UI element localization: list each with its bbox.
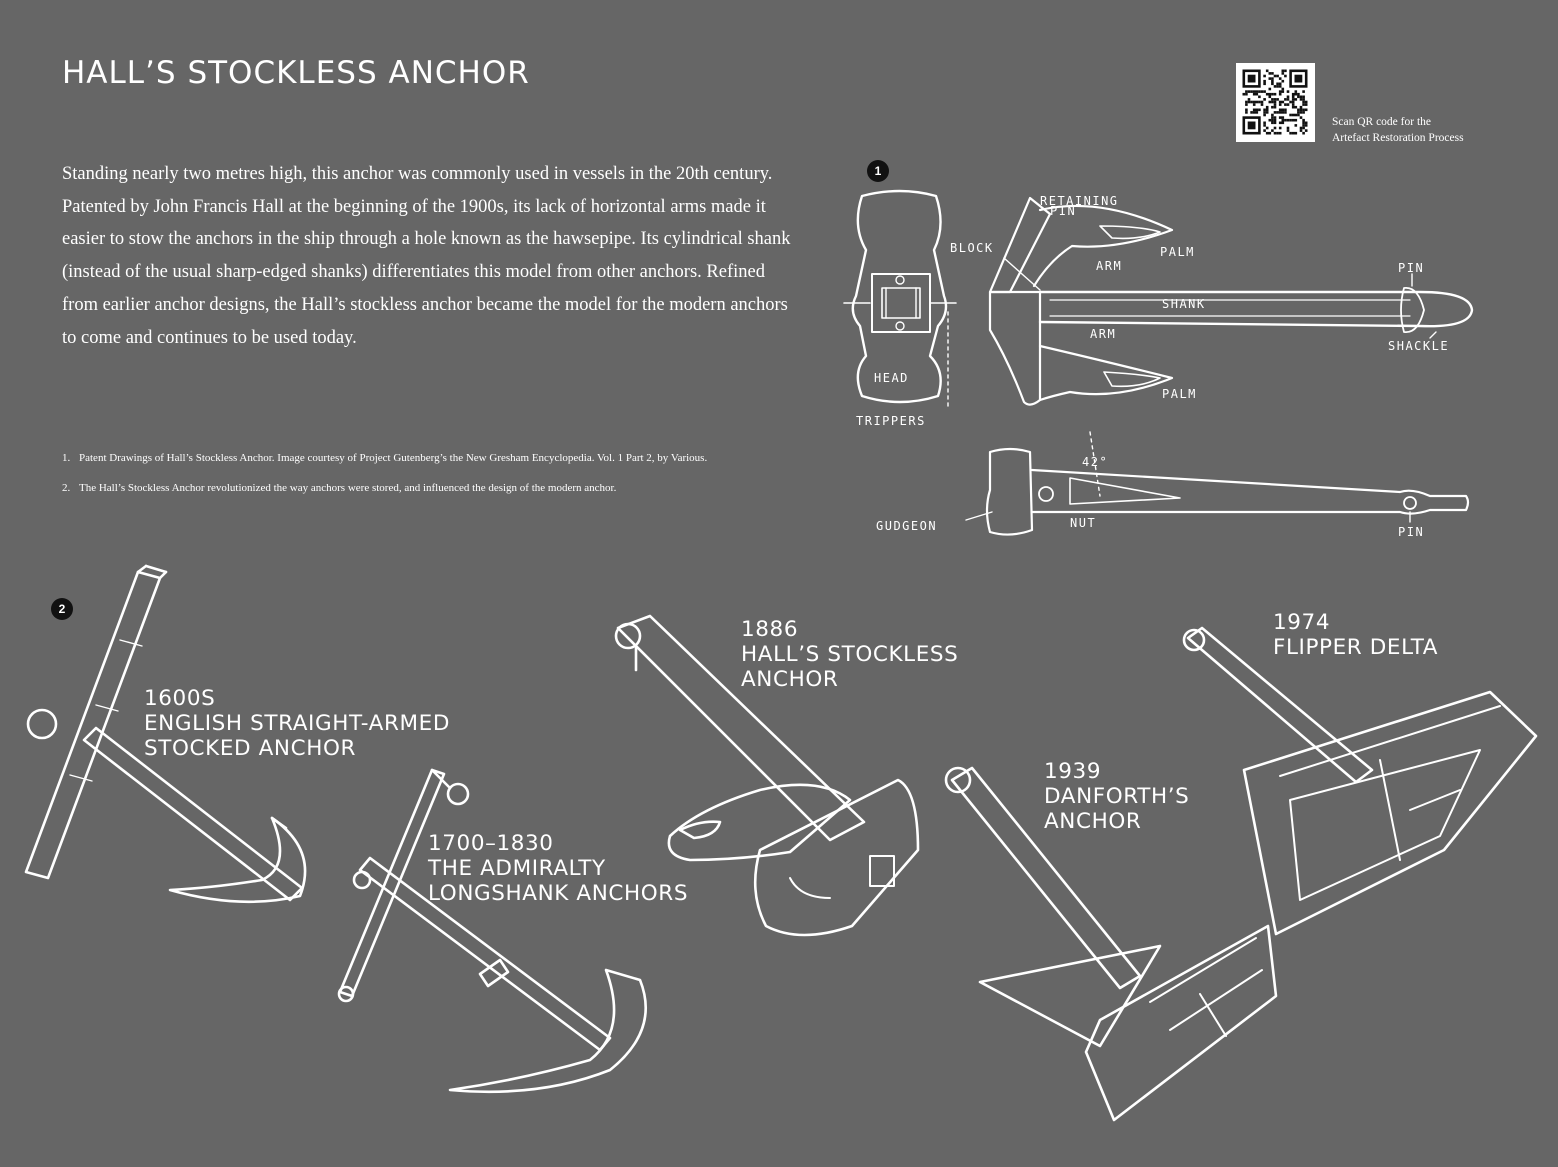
- label-shackle: SHACKLE: [1388, 339, 1449, 353]
- figure-marker-2: 2: [51, 598, 73, 620]
- label-head: HEAD: [874, 371, 909, 385]
- footnote-number: 1.: [62, 452, 71, 464]
- era-name-line: Danforth’s: [1044, 784, 1190, 809]
- qr-caption-line: Scan QR code for the: [1332, 116, 1431, 128]
- footnote-text: The Hall’s Stockless Anchor revolutioniz…: [79, 482, 617, 494]
- footnote-number: 2.: [62, 482, 71, 494]
- era-name-line: Longshank Anchors: [428, 881, 689, 906]
- era-name-line: Anchor: [741, 667, 839, 692]
- anchor-side-view: [988, 196, 1474, 406]
- hall-anchor-patent-drawing: RETAINING PIN BLOCK ARM PALM PIN SHANK S…: [843, 189, 1474, 539]
- label-angle: 42°: [1082, 455, 1108, 469]
- era-year: 1600s: [144, 686, 216, 711]
- label-pin-right: PIN: [1398, 261, 1424, 275]
- footnotes-list: 1. Patent Drawings of Hall’s Stockless A…: [62, 452, 792, 512]
- era-year: 1974: [1273, 610, 1331, 635]
- label-palm-bottom: PALM: [1162, 387, 1197, 401]
- qr-caption-line: Artefact Restoration Process: [1332, 132, 1464, 144]
- era-label-1600s: 1600s English Straight-Armed Stocked Anc…: [144, 686, 450, 761]
- label-nut: NUT: [1070, 516, 1096, 530]
- era-label-1974: 1974 Flipper Delta: [1273, 610, 1438, 660]
- era-name-line: Hall’s Stockless: [741, 642, 959, 667]
- label-trippers: TRIPPERS: [856, 414, 926, 428]
- label-pin-top: PIN: [1050, 204, 1076, 218]
- era-label-1886: 1886 Hall’s Stockless Anchor: [741, 617, 958, 692]
- qr-code-icon[interactable]: [1236, 63, 1315, 142]
- danforth-anchor-icon: [944, 766, 1278, 1122]
- era-year: 1886: [741, 617, 799, 642]
- page-title: HALL’S STOCKLESS ANCHOR: [62, 55, 530, 91]
- label-pin-bottom: PIN: [1398, 525, 1424, 539]
- footnote-item: 2. The Hall’s Stockless Anchor revolutio…: [62, 482, 792, 495]
- stocked-anchor-icon: [24, 564, 307, 904]
- era-name-line: Stocked Anchor: [144, 736, 357, 761]
- label-arm-top: ARM: [1096, 259, 1122, 273]
- era-label-1700-1830: 1700–1830 The Admiralty Longshank Anchor…: [428, 831, 688, 906]
- era-name-line: Anchor: [1044, 809, 1142, 834]
- era-year: 1700–1830: [428, 831, 554, 856]
- head-front-view: [843, 189, 957, 411]
- admiralty-anchor-icon: [337, 768, 648, 1094]
- footnote-item: 1. Patent Drawings of Hall’s Stockless A…: [62, 452, 792, 465]
- era-name-line: English Straight-Armed: [144, 711, 451, 736]
- label-gudgeon: GUDGEON: [876, 519, 937, 533]
- label-shank: SHANK: [1162, 297, 1206, 311]
- description-paragraph: Standing nearly two metres high, this an…: [62, 164, 791, 348]
- hall-anchor-icon: [614, 614, 920, 937]
- era-name-line: The Admiralty: [428, 856, 606, 881]
- figure-marker-1: 1: [867, 160, 889, 182]
- label-palm-top: PALM: [1160, 245, 1195, 259]
- footnote-text: Patent Drawings of Hall’s Stockless Anch…: [79, 452, 708, 464]
- anchor-top-view: [965, 431, 1470, 536]
- flipper-delta-anchor-icon: [1182, 626, 1538, 936]
- era-name-line: Flipper Delta: [1273, 635, 1439, 660]
- label-retaining: RETAINING: [1040, 194, 1119, 208]
- qr-code-pattern: [1242, 69, 1308, 135]
- era-year: 1939: [1044, 759, 1102, 784]
- label-arm-bottom: ARM: [1090, 327, 1116, 341]
- era-label-1939: 1939 Danforth’s Anchor: [1044, 759, 1189, 834]
- label-block: BLOCK: [950, 241, 994, 255]
- qr-caption: Scan QR code for the Artefact Restoratio…: [1332, 114, 1532, 146]
